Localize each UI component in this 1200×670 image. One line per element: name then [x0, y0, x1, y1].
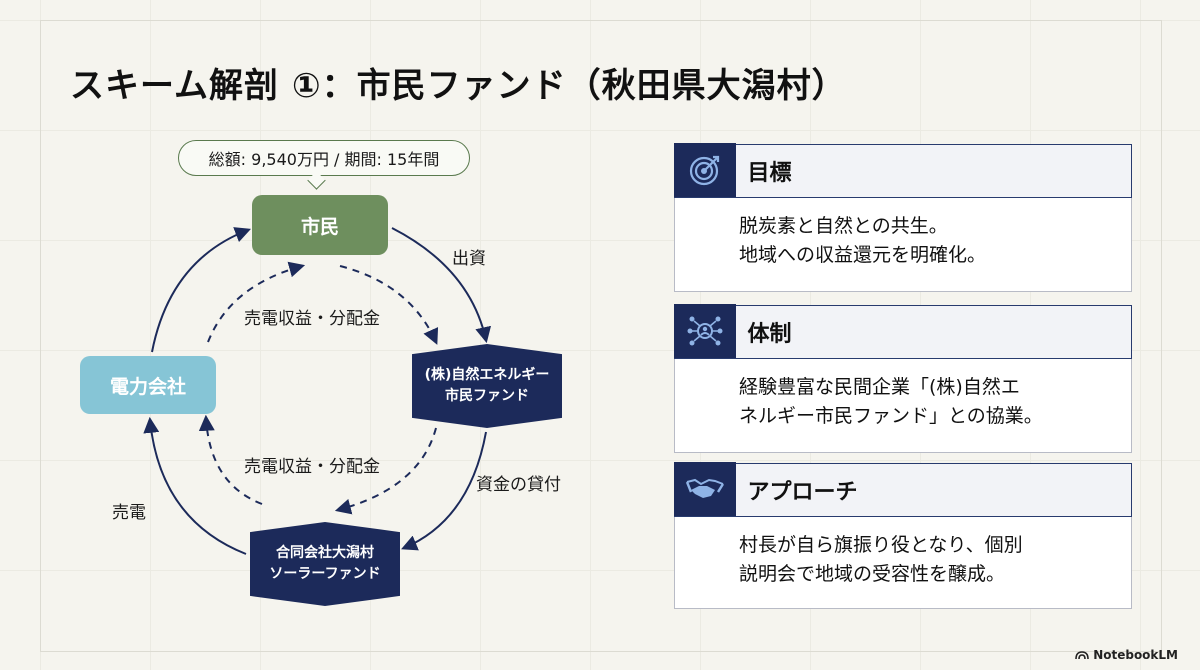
label-dividend-lower: 売電収益・分配金	[244, 457, 380, 477]
node-power-company: 電力会社	[80, 356, 216, 414]
label-investment: 出資	[452, 249, 486, 269]
panel-structure-title: 体制	[747, 322, 792, 347]
dashed-arrow-to-solar	[334, 427, 437, 515]
panel-goal-line2: 地域への収益還元を明確化。	[739, 244, 987, 267]
panel-goal-line1: 脱炭素と自然との共生。	[739, 215, 948, 237]
panel-approach-body: 村長が自ら旗振り役となり、個別 説明会で地域の受容性を醸成。	[674, 517, 1132, 609]
panel-approach-line1: 村長が自ら旗振り役となり、個別	[739, 534, 1023, 556]
arrow-citizen-to-fund	[391, 227, 492, 344]
handshake-icon	[673, 462, 736, 517]
node-fund-line1: (株)自然エネルギー	[424, 367, 550, 383]
panel-goal-header: 目標	[673, 143, 1132, 198]
panel-goal: 目標 脱炭素と自然との共生。 地域への収益還元を明確化。	[673, 143, 1132, 292]
dashed-arrow-to-fund	[339, 265, 439, 345]
node-citizen: 市民	[252, 195, 388, 255]
panel-approach: アプローチ 村長が自ら旗振り役となり、個別 説明会で地域の受容性を醸成。	[673, 462, 1132, 609]
arrow-fund-to-solar	[401, 431, 487, 551]
label-sell-power: 売電	[112, 503, 146, 523]
panel-approach-header: アプローチ	[673, 462, 1132, 517]
node-fund-line2: 市民ファンド	[444, 388, 529, 404]
arrow-solar-to-power	[143, 416, 247, 555]
label-dividend-upper: 売電収益・分配金	[244, 309, 380, 329]
panel-goal-title: 目標	[747, 161, 792, 186]
panel-structure-header: 体制	[673, 304, 1132, 359]
arrow-power-to-citizen	[151, 227, 251, 353]
node-solar-line2: ソーラーファンド	[269, 566, 381, 582]
node-citizen-fund: (株)自然エネルギー 市民ファンド	[412, 344, 562, 428]
slide-title: スキーム解剖 ①：市民ファンド（秋田県大潟村）	[70, 66, 847, 106]
dashed-arrow-to-citizen	[207, 261, 306, 343]
label-loan: 資金の貸付	[476, 475, 561, 495]
network-people-icon	[673, 304, 736, 359]
panel-approach-title: アプローチ	[747, 480, 858, 505]
brand-text: NotebookLM	[1093, 648, 1178, 662]
dashed-arrow-to-power	[198, 414, 263, 505]
panel-goal-body: 脱炭素と自然との共生。 地域への収益還元を明確化。	[674, 198, 1132, 292]
panel-approach-line2: 説明会で地域の受容性を醸成。	[739, 563, 1006, 586]
panel-structure-line2: ネルギー市民ファンド」との協業。	[739, 405, 1043, 428]
panel-structure: 体制 経験豊富な民間企業「(株)自然エ ネルギー市民ファンド」との協業。	[673, 304, 1132, 453]
notebooklm-logo-icon	[1075, 651, 1089, 660]
target-icon	[673, 143, 736, 198]
slide-frame	[40, 20, 1162, 652]
node-solar-fund: 合同会社大潟村 ソーラーファンド	[250, 522, 400, 606]
brand-logo: NotebookLM	[1075, 648, 1178, 662]
total-amount-callout: 総額: 9,540万円 / 期間: 15年間	[178, 140, 470, 176]
panel-structure-body: 経験豊富な民間企業「(株)自然エ ネルギー市民ファンド」との協業。	[674, 359, 1132, 453]
panel-structure-line1: 経験豊富な民間企業「(株)自然エ	[739, 376, 1020, 398]
node-solar-line1: 合同会社大潟村	[275, 545, 374, 561]
